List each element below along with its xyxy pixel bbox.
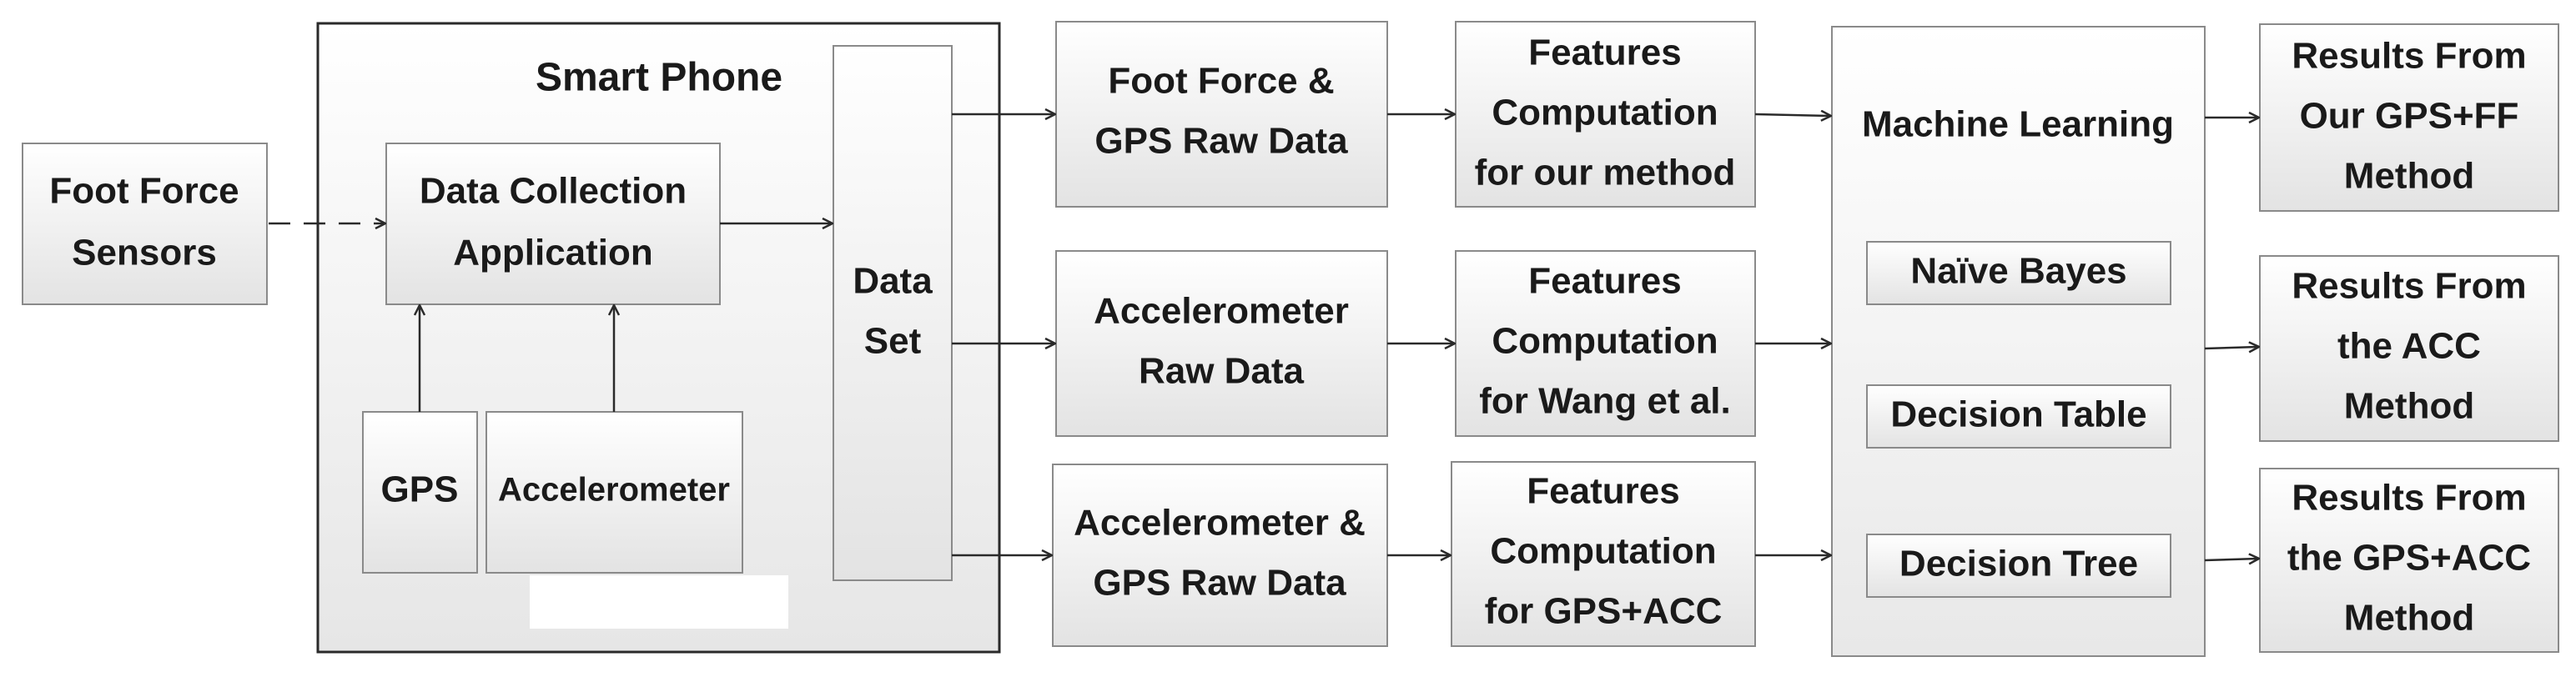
foot-force-sensors-label-2: Sensors bbox=[72, 233, 217, 273]
decision-table-label: Decision Table bbox=[1890, 394, 2146, 435]
foot-force-sensors-label-1: Foot Force bbox=[49, 171, 239, 212]
accelerometer-label: Accelerometer bbox=[498, 472, 730, 509]
features-ours-label-3: for our method bbox=[1475, 153, 1736, 193]
arrow-ml-to-results-gps-acc bbox=[2204, 559, 2258, 560]
data-collection-app-box: Data Collection Application bbox=[385, 143, 721, 305]
raw-acc-gps-box: Accelerometer & GPS Raw Data bbox=[1052, 464, 1388, 647]
decision-tree-label: Decision Tree bbox=[1899, 544, 2138, 584]
gps-label: GPS bbox=[381, 469, 459, 510]
results-ours-label-1: Results From bbox=[2292, 36, 2526, 77]
features-gps-acc-label-2: Computation bbox=[1490, 531, 1716, 572]
results-acc-label-1: Results From bbox=[2292, 266, 2526, 307]
smart-phone-title: Smart Phone bbox=[536, 56, 782, 100]
decision-table-box bbox=[1866, 384, 2171, 449]
raw-ff-gps-label-2: GPS Raw Data bbox=[1094, 121, 1348, 162]
results-acc-label-3: Method bbox=[2344, 386, 2474, 427]
gps-box: GPS bbox=[362, 411, 478, 574]
naive-bayes-box bbox=[1866, 241, 2171, 305]
raw-acc-gps-label-2: GPS Raw Data bbox=[1093, 563, 1346, 604]
naive-bayes-label: Naïve Bayes bbox=[1910, 251, 2126, 292]
results-ours-label-2: Our GPS+FF bbox=[2300, 96, 2519, 137]
results-acc-box: Results From the ACC Method bbox=[2259, 255, 2559, 442]
results-ours-box: Results From Our GPS+FF Method bbox=[2259, 23, 2559, 212]
data-collection-app-label-1: Data Collection bbox=[420, 171, 687, 212]
data-set-label-1: Data bbox=[853, 261, 933, 302]
results-gps-acc-label-2: the GPS+ACC bbox=[2287, 538, 2531, 579]
features-wang-label-1: Features bbox=[1528, 261, 1681, 302]
machine-learning-label: Machine Learning bbox=[1862, 104, 2174, 145]
raw-acc-box: Accelerometer Raw Data bbox=[1055, 250, 1388, 437]
features-gps-acc-label-3: for GPS+ACC bbox=[1485, 591, 1723, 632]
features-ours-label-2: Computation bbox=[1492, 93, 1718, 133]
data-set-box: Data Set bbox=[833, 45, 953, 581]
arrow-features-ours-to-ml bbox=[1754, 114, 1830, 116]
arrow-ml-to-results-acc bbox=[2204, 347, 2258, 349]
decision-tree-box bbox=[1866, 534, 2171, 598]
features-wang-label-2: Computation bbox=[1492, 321, 1718, 362]
features-gps-acc-box: Features Computation for GPS+ACC bbox=[1451, 461, 1756, 647]
results-gps-acc-label-1: Results From bbox=[2292, 478, 2526, 519]
raw-ff-gps-box: Foot Force & GPS Raw Data bbox=[1055, 21, 1388, 208]
accelerometer-box: Accelerometer bbox=[486, 411, 743, 574]
foot-force-sensors-box: Foot Force Sensors bbox=[22, 143, 268, 305]
machine-learning-box: Machine Learning Naïve Bayes Decision Ta… bbox=[1831, 26, 2206, 657]
data-collection-app-label-2: Application bbox=[453, 233, 653, 273]
data-set-label-2: Set bbox=[864, 321, 922, 362]
arrows bbox=[269, 114, 2258, 560]
features-wang-label-3: for Wang et al. bbox=[1479, 381, 1731, 422]
raw-acc-gps-label-1: Accelerometer & bbox=[1074, 503, 1366, 544]
features-ours-box: Features Computation for our method bbox=[1455, 21, 1756, 208]
results-ours-label-3: Method bbox=[2344, 156, 2474, 197]
results-gps-acc-label-3: Method bbox=[2344, 598, 2474, 639]
results-gps-acc-box: Results From the GPS+ACC Method bbox=[2259, 468, 2559, 653]
features-wang-box: Features Computation for Wang et al. bbox=[1455, 250, 1756, 437]
features-ours-label-1: Features bbox=[1528, 33, 1681, 73]
raw-acc-label-1: Accelerometer bbox=[1094, 291, 1349, 332]
features-gps-acc-label-1: Features bbox=[1527, 471, 1679, 512]
raw-ff-gps-label-1: Foot Force & bbox=[1108, 61, 1334, 102]
raw-acc-label-2: Raw Data bbox=[1139, 351, 1305, 392]
results-acc-label-2: the ACC bbox=[2337, 326, 2481, 367]
